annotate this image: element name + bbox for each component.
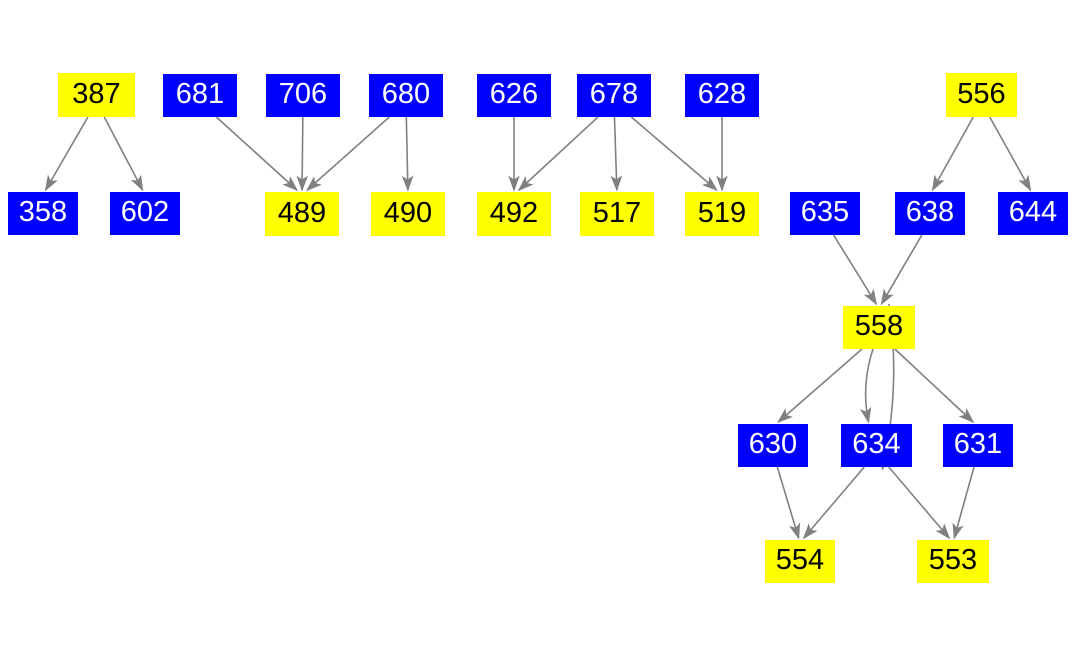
node-label: 626 bbox=[489, 78, 539, 110]
node-556[interactable]: 556 bbox=[946, 73, 1017, 117]
node-label: 681 bbox=[175, 78, 225, 110]
edge-634-to-553 bbox=[888, 466, 951, 540]
node-label: 517 bbox=[592, 196, 642, 229]
node-label: 489 bbox=[277, 196, 327, 229]
edge-387-to-602 bbox=[103, 116, 144, 192]
node-680[interactable]: 680 bbox=[369, 74, 443, 117]
node-label: 634 bbox=[852, 428, 901, 460]
node-label: 387 bbox=[72, 77, 121, 110]
node-517[interactable]: 517 bbox=[580, 192, 654, 236]
node-label: 628 bbox=[697, 78, 747, 110]
edge-630-to-554 bbox=[776, 466, 801, 540]
edge-558-to-631 bbox=[894, 348, 975, 424]
node-678[interactable]: 678 bbox=[577, 74, 651, 117]
node-635[interactable]: 635 bbox=[790, 192, 860, 235]
node-label: 490 bbox=[383, 196, 433, 229]
node-554[interactable]: 554 bbox=[765, 540, 835, 583]
edge-631-to-553 bbox=[952, 466, 975, 540]
node-638[interactable]: 638 bbox=[895, 192, 965, 235]
node-label: 680 bbox=[381, 78, 431, 110]
node-634[interactable]: 634 bbox=[841, 424, 912, 467]
node-label: 635 bbox=[800, 196, 850, 228]
node-553[interactable]: 553 bbox=[917, 540, 989, 583]
node-label: 553 bbox=[928, 544, 978, 576]
edge-681-to-489 bbox=[215, 116, 299, 192]
node-489[interactable]: 489 bbox=[265, 192, 339, 236]
edge-556-to-644 bbox=[989, 116, 1032, 192]
node-602[interactable]: 602 bbox=[110, 192, 180, 235]
node-626[interactable]: 626 bbox=[477, 74, 551, 117]
node-label: 678 bbox=[589, 78, 639, 110]
node-label: 630 bbox=[748, 428, 798, 460]
edge-680-to-489 bbox=[306, 116, 390, 192]
edge-706-to-489 bbox=[296, 116, 308, 192]
edge-634-to-554 bbox=[802, 466, 865, 540]
node-label: 492 bbox=[489, 196, 539, 229]
node-label: 706 bbox=[278, 78, 328, 110]
edge-638-to-558 bbox=[880, 234, 923, 306]
node-label: 558 bbox=[854, 310, 904, 342]
node-631[interactable]: 631 bbox=[943, 424, 1013, 467]
node-630[interactable]: 630 bbox=[738, 424, 808, 467]
node-558[interactable]: 558 bbox=[843, 306, 915, 349]
node-label: 358 bbox=[18, 196, 68, 228]
node-490[interactable]: 490 bbox=[371, 192, 445, 236]
node-681[interactable]: 681 bbox=[163, 74, 237, 117]
node-706[interactable]: 706 bbox=[266, 74, 340, 117]
node-label: 638 bbox=[905, 196, 955, 228]
node-label: 556 bbox=[957, 77, 1006, 110]
edge-678-to-492 bbox=[517, 116, 599, 192]
node-358[interactable]: 358 bbox=[8, 192, 78, 235]
edge-678-to-517 bbox=[610, 116, 623, 192]
node-label: 631 bbox=[953, 428, 1003, 460]
edge-556-to-638 bbox=[931, 116, 974, 192]
node-387[interactable]: 387 bbox=[58, 73, 135, 117]
edge-680-to-490 bbox=[401, 116, 414, 192]
node-644[interactable]: 644 bbox=[998, 192, 1068, 235]
edge-678-to-519 bbox=[630, 116, 718, 192]
node-519[interactable]: 519 bbox=[685, 192, 759, 236]
node-628[interactable]: 628 bbox=[685, 74, 759, 117]
node-label: 519 bbox=[697, 196, 747, 229]
edge-558-to-630 bbox=[777, 348, 863, 424]
node-label: 644 bbox=[1008, 196, 1058, 228]
edge-387-to-358 bbox=[44, 116, 89, 192]
edge-635-to-558 bbox=[832, 234, 878, 306]
node-label: 602 bbox=[120, 196, 170, 228]
node-492[interactable]: 492 bbox=[477, 192, 551, 236]
edge-558-to-634 bbox=[859, 348, 874, 424]
node-label: 554 bbox=[775, 544, 825, 576]
